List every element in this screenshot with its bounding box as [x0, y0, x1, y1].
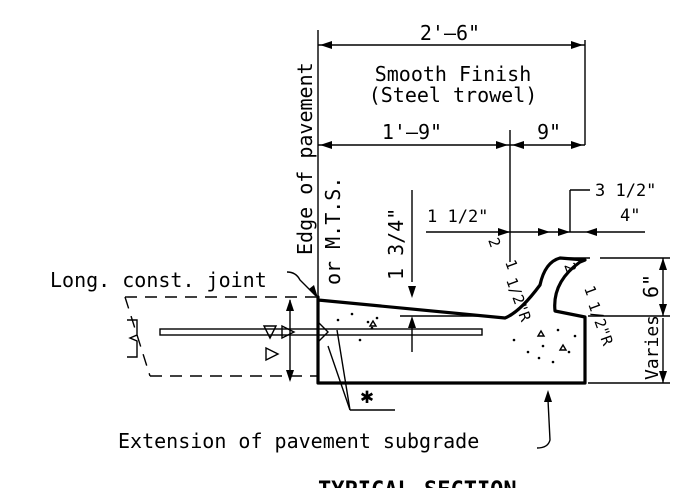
six-text: 6" — [639, 274, 663, 298]
slope2-text: 2 — [560, 260, 580, 275]
slope1-unit-text: 1 — [501, 257, 521, 272]
overall-arrow-left — [320, 41, 332, 49]
gutter-arrow-right — [496, 141, 508, 149]
extension-label: Extension of pavement subgrade — [118, 429, 479, 453]
long-joint-label: Long. const. joint — [50, 268, 267, 292]
depth-arrow-top — [408, 286, 416, 298]
extension-arrow — [544, 390, 552, 402]
mts-label: or M.T.S. — [321, 177, 345, 285]
long-joint-leader — [286, 271, 317, 297]
varies-arrow-bottom — [659, 371, 667, 383]
four-text: 4" — [620, 206, 640, 226]
curb-arrow-left — [512, 141, 524, 149]
asterisk-leader-2 — [336, 329, 351, 411]
concrete-stipple — [336, 312, 577, 364]
edge-of-pavement-label: Edge of pavement — [293, 62, 317, 255]
gutter-width-text: 1'–9" — [382, 120, 442, 144]
typical-section-title: TYPICAL SECTION — [318, 478, 517, 488]
one-half-arrow — [498, 228, 510, 236]
curb-width-text: 9" — [537, 120, 561, 144]
delta-symbols — [262, 324, 296, 362]
gutter-arrow-left — [320, 141, 332, 149]
finish-text-line1: Smooth Finish — [375, 62, 532, 86]
asterisk-leader-1 — [327, 345, 351, 411]
joint-keyway — [317, 321, 329, 343]
long-joint-arrow — [309, 285, 318, 298]
six-arrow-bottom — [659, 304, 667, 316]
slope2-unit-text: 1 — [580, 283, 600, 298]
slab-depth-arrow-bottom — [286, 370, 294, 382]
six-arrow-top — [659, 258, 667, 270]
slope1-text: 2 — [484, 235, 504, 250]
depth-dim-text: 1 3/4" — [384, 208, 408, 280]
curb-profile — [316, 256, 587, 385]
slab-depth-arrow-top — [286, 299, 294, 311]
depth-arrow-bottom — [408, 316, 416, 328]
overall-arrow-right — [571, 41, 583, 49]
three-half-text: 3 1/2" — [595, 181, 656, 201]
slab-break-mark — [127, 319, 138, 358]
extension-leader — [536, 399, 551, 449]
radius2-text: 1/2"R — [584, 299, 617, 348]
four-arrow-left — [538, 228, 550, 236]
four-arrow-mid — [558, 228, 570, 236]
four-arrow-right — [585, 228, 597, 236]
finish-text-line2: (Steel trowel) — [369, 83, 538, 107]
one-half-text: 1 1/2" — [427, 207, 488, 227]
varies-text: Varies — [642, 315, 663, 380]
slab-left-dashed — [124, 296, 151, 377]
curb-arrow-right — [571, 141, 583, 149]
tie-bar — [159, 328, 483, 336]
asterisk-mark: ✱ — [360, 384, 373, 409]
overall-dim-text: 2'–6" — [420, 21, 480, 45]
